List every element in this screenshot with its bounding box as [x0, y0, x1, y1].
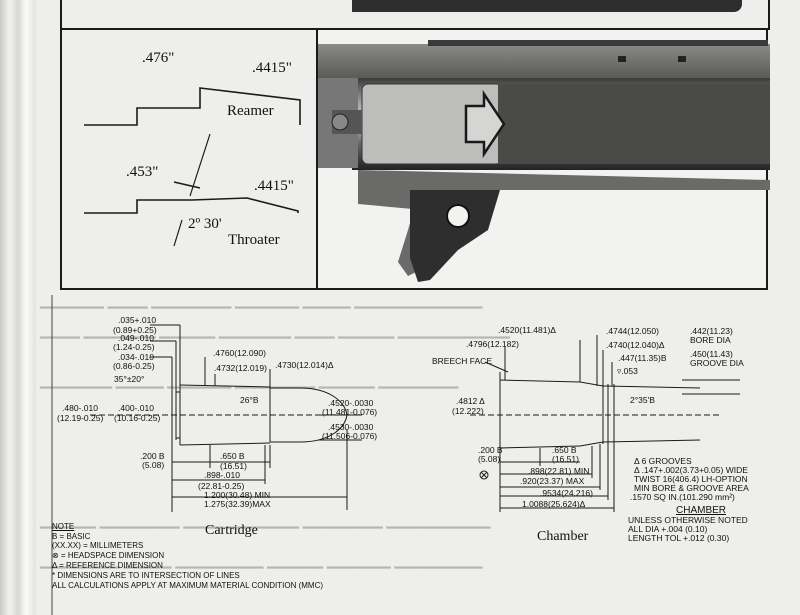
ch-d4796: .4796(12.182)	[466, 339, 519, 349]
ch-groove: .450(11.43)	[690, 349, 733, 359]
book-gutter	[0, 0, 36, 615]
note-line: ⊗ = HEADSPACE DIMENSION	[52, 551, 165, 560]
note-title: NOTE	[52, 522, 75, 531]
cart-head-mm: (10.16-0.25)	[114, 413, 161, 423]
cart-d4732: .4732(12.019)	[214, 363, 267, 373]
ch-l898: .898(22.81) MIN	[528, 466, 590, 476]
cart-neck2: .4530-.0030	[328, 422, 374, 432]
cart-neck1: .4520-.0030	[328, 398, 374, 408]
chamber-caption: Chamber	[537, 529, 589, 544]
ch-l920: .920(23.37) MAX	[520, 476, 585, 486]
reamer-dim-small: .4415"	[252, 60, 292, 76]
note-line: (XX.XX) = MILLIMETERS	[52, 541, 144, 550]
note-line: ALL CALCULATIONS APPLY AT MAXIMUM MATERI…	[52, 581, 324, 590]
ch-d447: .447(11.35)B	[618, 353, 667, 363]
cart-dim-b-mm: (1.24-0.25)	[113, 342, 155, 352]
ch-d053: ▿.053	[617, 366, 638, 376]
note-line: * DIMENSIONS ARE TO INTERSECTION OF LINE…	[52, 571, 240, 580]
ch-note2: ALL DIA +.004 (0.10)	[628, 524, 708, 534]
ch-breech: BREECH FACE	[432, 356, 492, 366]
cart-neck2-mm: (11.506-0.076)	[322, 431, 378, 441]
throater-title: Throater	[228, 232, 280, 248]
chamber-photo	[318, 40, 770, 282]
ch-l200-mm: (5.08)	[478, 454, 501, 464]
cart-l898-mm: (22.81-0.25)	[198, 481, 245, 491]
reamer-dim-big: .476"	[142, 50, 175, 66]
ch-bore: .442(11.23)	[690, 326, 733, 336]
ch-l650-mm: (16.51)	[552, 454, 579, 464]
ch-d4740: .4740(12.040)Δ	[606, 340, 665, 350]
throater-dim-big: .453"	[126, 164, 159, 180]
cartridge-caption: Cartridge	[205, 523, 258, 538]
ch-l9534: .9534(24.216)	[540, 488, 593, 498]
ch-spec4: MIN BORE & GROOVE AREA	[634, 483, 749, 493]
ch-note3: LENGTH TOL +.012 (0.30)	[628, 533, 730, 543]
top-photo-fragment	[352, 0, 742, 12]
ch-d4812: .4812 Δ	[456, 396, 485, 406]
ch-spec1: Δ 6 GROOVES	[634, 456, 692, 466]
ch-spec5: .1570 SQ IN.(101.290 mm²)	[630, 492, 735, 502]
ch-note1: UNLESS OTHERWISE NOTED	[628, 515, 748, 525]
cart-dim-c: .034-.010	[118, 352, 154, 362]
cart-dim-a-mm: (0.89+0.25)	[113, 325, 157, 335]
cart-rim-mm: (12.19-0.25)	[57, 413, 104, 423]
ch-groove-lbl: GROOVE DIA	[690, 358, 744, 368]
cart-d4730: .4730(12.014)Δ	[275, 360, 334, 370]
ch-spec2: Δ .147+.002(3.73+0.05) WIDE	[634, 465, 748, 475]
cart-l200-mm: (5.08)	[142, 460, 165, 470]
note-line: Δ = REFERENCE DIMENSION	[52, 561, 163, 570]
cart-head: .400-.010	[118, 403, 154, 413]
ch-note-title: CHAMBER	[676, 505, 727, 516]
cart-dim-a: .035+.010	[118, 315, 157, 325]
ch-l650: .650 B	[552, 445, 577, 455]
cart-l650-mm: (16.51)	[220, 461, 247, 471]
cart-dim-b: .049-.010	[118, 333, 154, 343]
reamer-throater-lines	[84, 87, 301, 247]
cart-dim-c-mm: (0.86-0.25)	[113, 361, 155, 371]
cart-angle1: 35°±20°	[114, 374, 145, 384]
throater-dim-small: .4415"	[254, 178, 294, 194]
cart-l650: .650 B	[220, 451, 245, 461]
throater-angle: 2º 30'	[188, 216, 222, 232]
ch-spec3: TWIST 16(406.4) LH-OPTION	[634, 474, 748, 484]
ch-angle: 2°35'B	[630, 395, 655, 405]
note-line: B = BASIC	[52, 532, 91, 541]
cart-rim: .480-.010	[62, 403, 98, 413]
cart-neck1-mm: (11.481-0.076)	[322, 407, 378, 417]
cart-lmin: 1.200(30.48) MIN	[204, 490, 271, 500]
reamer-throater-frame: .476" .4415" Reamer .453" .4415" 2º 30' …	[60, 28, 318, 290]
ch-d4520: .4520(11.481)Δ	[498, 325, 556, 335]
ch-bore-lbl: BORE DIA	[690, 335, 731, 345]
ch-d4812-mm: (12.222)	[452, 406, 484, 416]
ch-l10088: 1.0088(25.624)Δ	[522, 499, 586, 509]
ch-d4744: .4744(12.050)	[606, 326, 659, 336]
cart-angle2: 26°B	[240, 395, 259, 405]
cart-d4760: .4760(12.090)	[213, 348, 266, 358]
reamer-title: Reamer	[227, 103, 274, 119]
cart-l898: .898-.010	[204, 470, 240, 480]
cart-lmax: 1.275(32.39)MAX	[204, 499, 271, 509]
ch-l200: .200 B	[478, 445, 503, 455]
cart-l200: .200 B	[140, 451, 165, 461]
chamber-photo-frame	[316, 28, 770, 290]
